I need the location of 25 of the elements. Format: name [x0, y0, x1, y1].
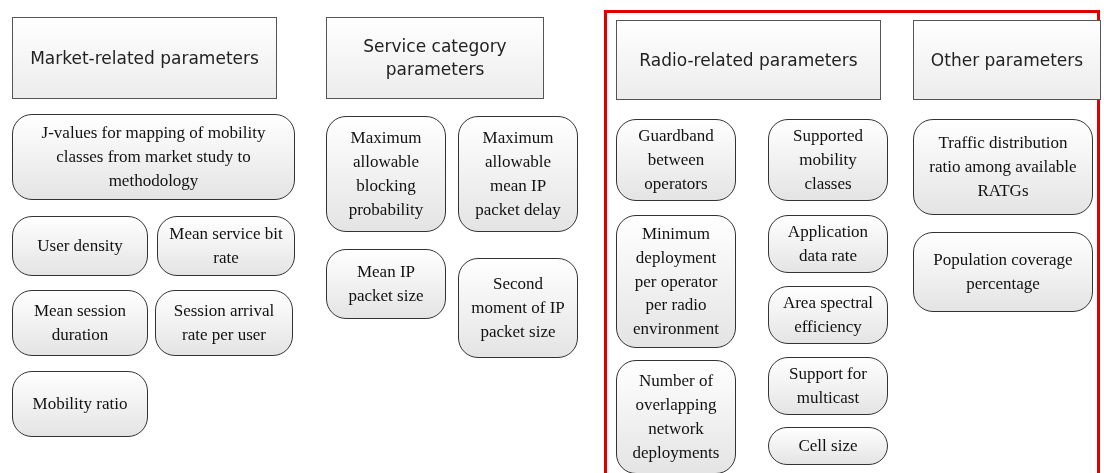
parameter-box: Maximum allowable blocking probability: [326, 116, 446, 232]
parameter-box: Number of overlapping network deployments: [616, 360, 736, 473]
parameter-box: Second moment of IP packet size: [458, 258, 578, 358]
column-header: Market-related parameters: [12, 17, 277, 99]
parameter-box: Supported mobility classes: [768, 119, 888, 201]
parameter-box: Minimum deployment per operator per radio environment: [616, 215, 736, 348]
parameter-box: Mean IP packet size: [326, 249, 446, 319]
parameter-box: Mobility ratio: [12, 371, 148, 437]
highlight-frame: [604, 10, 1100, 473]
parameter-box: Area spectral efficiency: [768, 286, 888, 344]
parameter-box: Mean session duration: [12, 290, 148, 356]
column-header: Radio-related parameters: [616, 20, 881, 100]
column-header: Service category parameters: [326, 17, 544, 99]
parameter-box: Cell size: [768, 427, 888, 465]
parameter-box: Traffic distribution ratio among available RATGs: [913, 119, 1093, 215]
parameter-box: Application data rate: [768, 215, 888, 273]
parameter-box: J-values for mapping of mobility classes from market study to methodology: [12, 114, 295, 200]
parameter-box: Maximum allowable mean IP packet delay: [458, 116, 578, 232]
parameter-box: Session arrival rate per user: [155, 290, 293, 356]
column-header: Other parameters: [913, 20, 1101, 100]
parameter-box: User density: [12, 216, 148, 276]
parameter-box: Mean service bit rate: [157, 216, 295, 276]
parameter-box: Population coverage percentage: [913, 232, 1093, 312]
parameter-box: Support for multicast: [768, 357, 888, 415]
parameter-box: Guardband between operators: [616, 119, 736, 201]
